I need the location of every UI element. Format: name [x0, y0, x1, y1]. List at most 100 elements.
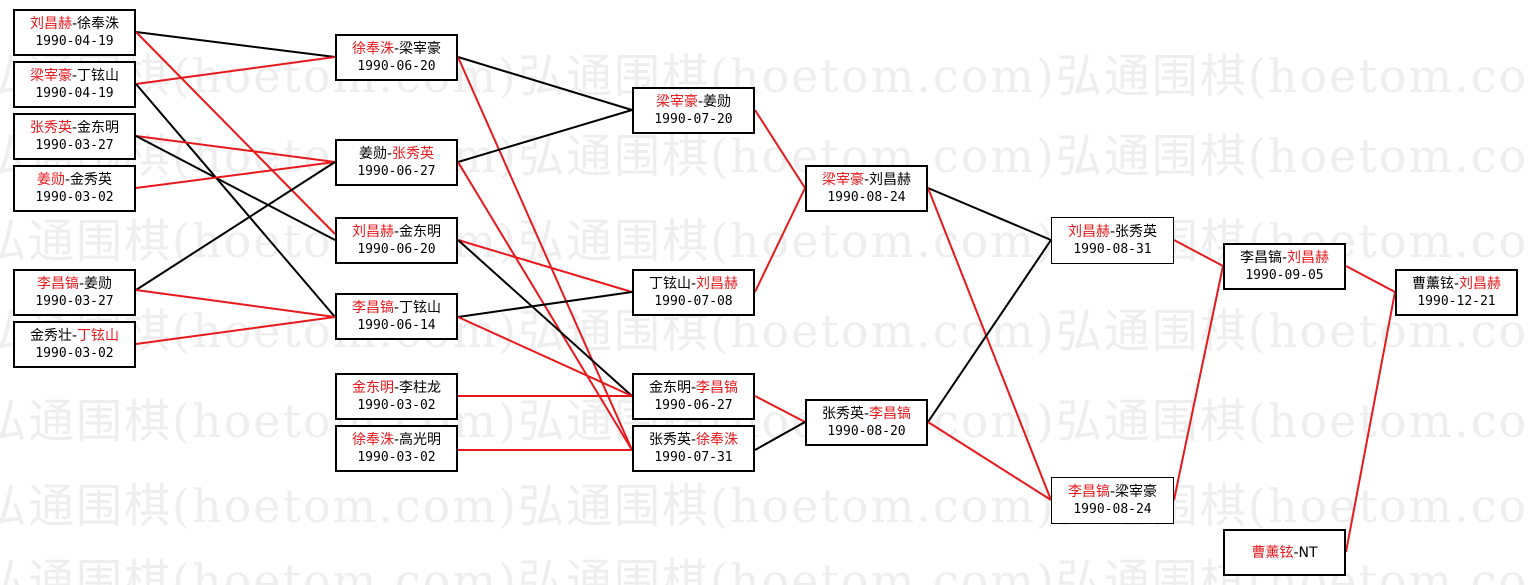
- player-1: 刘昌赫: [29, 16, 72, 32]
- player-1: 李昌镐: [1067, 484, 1110, 500]
- match-players: 金东明-李柱龙: [351, 380, 442, 396]
- match-players: 金东明-李昌镐: [648, 380, 739, 396]
- match-date: 1990-07-08: [654, 294, 733, 309]
- match-box: 李昌镐-刘昌赫 1990-09-05: [1223, 243, 1346, 290]
- player-2: NT: [1298, 544, 1318, 561]
- bracket-connector: [927, 421, 1052, 501]
- player-2: 丁铉山: [77, 68, 120, 84]
- match-box: 金东明-李柱龙 1990-03-02: [335, 373, 458, 420]
- match-players: 李昌镐-丁铉山: [351, 300, 442, 316]
- match-box: 姜勋-张秀英 1990-06-27: [335, 139, 458, 186]
- player-2: 丁铉山: [399, 300, 442, 316]
- player-2: 高光明: [399, 432, 442, 448]
- match-box: 张秀英-徐奉洙 1990-07-31: [632, 425, 755, 472]
- player-1: 曹薰铉: [1411, 276, 1454, 292]
- player-2: 姜勋: [703, 94, 732, 110]
- match-date: 1990-03-02: [357, 398, 436, 413]
- player-2: 刘昌赫: [1459, 276, 1502, 292]
- match-box: 曹薰铉-刘昌赫 1990-12-21: [1395, 269, 1518, 316]
- match-box: 姜勋-金秀英 1990-03-02: [13, 165, 136, 212]
- player-2: 丁铉山: [77, 328, 120, 344]
- match-box: 曹薰铉-NT: [1223, 529, 1346, 576]
- player-1: 张秀英: [29, 120, 72, 136]
- match-date: 1990-06-20: [357, 59, 436, 74]
- match-box: 徐奉洙-梁宰豪 1990-06-20: [335, 34, 458, 81]
- match-date: 1990-04-19: [35, 34, 114, 49]
- bracket-connector: [754, 395, 806, 423]
- match-date: 1990-08-24: [827, 190, 906, 205]
- player-2: 金秀英: [70, 172, 113, 188]
- player-2: 李昌镐: [869, 406, 912, 422]
- match-players: 梁宰豪-姜勋: [655, 94, 732, 110]
- match-players: 梁宰豪-丁铉山: [29, 68, 120, 84]
- player-1: 李昌镐: [36, 276, 79, 292]
- player-1: 张秀英: [821, 406, 864, 422]
- player-1: 徐奉洙: [351, 432, 394, 448]
- match-date: 1990-06-14: [357, 318, 436, 333]
- player-1: 李昌镐: [1239, 250, 1282, 266]
- match-players: 刘昌赫-张秀英: [1067, 224, 1158, 240]
- player-2: 徐奉洙: [696, 432, 739, 448]
- bracket-connector: [135, 135, 336, 241]
- bracket-connector: [135, 161, 336, 291]
- match-players: 李昌镐-姜勋: [36, 276, 113, 292]
- bracket-connector: [135, 316, 336, 345]
- player-1: 曹薰铉: [1251, 544, 1294, 561]
- bracket-connector: [754, 421, 806, 451]
- bracket-connector: [1173, 239, 1224, 267]
- bracket-connector: [135, 83, 336, 318]
- match-date: 1990-07-31: [654, 450, 733, 465]
- player-2: 金东明: [399, 224, 442, 240]
- player-2: 姜勋: [84, 276, 113, 292]
- match-box: 梁宰豪-丁铉山 1990-04-19: [13, 61, 136, 108]
- bracket-connector: [1345, 291, 1396, 553]
- player-1: 徐奉洙: [351, 41, 394, 57]
- match-box: 金秀壮-丁铉山 1990-03-02: [13, 321, 136, 368]
- match-box: 丁铉山-刘昌赫 1990-07-08: [632, 269, 755, 316]
- match-box: 梁宰豪-姜勋 1990-07-20: [632, 87, 755, 134]
- match-date: 1990-03-02: [35, 346, 114, 361]
- player-2: 刘昌赫: [869, 172, 912, 188]
- bracket-connector: [1345, 265, 1396, 293]
- match-players: 徐奉洙-高光明: [351, 432, 442, 448]
- bracket-connector: [927, 187, 1052, 501]
- match-players: 刘昌赫-金东明: [351, 224, 442, 240]
- bracket-connector: [754, 187, 806, 293]
- bracket-connector: [457, 291, 633, 318]
- player-2: 李柱龙: [399, 380, 442, 396]
- match-date: 1990-09-05: [1245, 268, 1324, 283]
- match-box: 刘昌赫-金东明 1990-06-20: [335, 217, 458, 264]
- match-date: 1990-07-20: [654, 112, 733, 127]
- player-1: 张秀英: [648, 432, 691, 448]
- player-1: 金东明: [648, 380, 691, 396]
- match-players: 李昌镐-刘昌赫: [1239, 250, 1330, 266]
- bracket-connector: [1173, 265, 1224, 501]
- bracket-connector: [457, 239, 633, 293]
- bracket-connector: [927, 239, 1052, 423]
- bracket-connector: [457, 239, 633, 397]
- bracket-connector: [135, 161, 336, 189]
- match-players: 丁铉山-刘昌赫: [648, 276, 739, 292]
- match-players: 金秀壮-丁铉山: [29, 328, 120, 344]
- match-box: 张秀英-金东明 1990-03-27: [13, 113, 136, 160]
- match-date: 1990-08-24: [1073, 502, 1152, 517]
- player-1: 刘昌赫: [1067, 224, 1110, 240]
- player-2: 梁宰豪: [1115, 484, 1158, 500]
- match-players: 姜勋-金秀英: [36, 172, 113, 188]
- player-1: 梁宰豪: [821, 172, 864, 188]
- match-players: 张秀英-李昌镐: [821, 406, 912, 422]
- player-1: 姜勋: [358, 146, 387, 162]
- match-box: 李昌镐-丁铉山 1990-06-14: [335, 293, 458, 340]
- match-box: 徐奉洙-高光明 1990-03-02: [335, 425, 458, 472]
- player-1: 金东明: [351, 380, 394, 396]
- match-players: 李昌镐-梁宰豪: [1067, 484, 1158, 500]
- match-players: 梁宰豪-刘昌赫: [821, 172, 912, 188]
- player-2: 张秀英: [1115, 224, 1158, 240]
- player-1: 梁宰豪: [29, 68, 72, 84]
- match-date: 1990-06-27: [357, 164, 436, 179]
- player-1: 金秀壮: [29, 328, 72, 344]
- match-box: 李昌镐-姜勋 1990-03-27: [13, 269, 136, 316]
- bracket-connector: [135, 31, 336, 235]
- bracket-connector: [927, 187, 1052, 241]
